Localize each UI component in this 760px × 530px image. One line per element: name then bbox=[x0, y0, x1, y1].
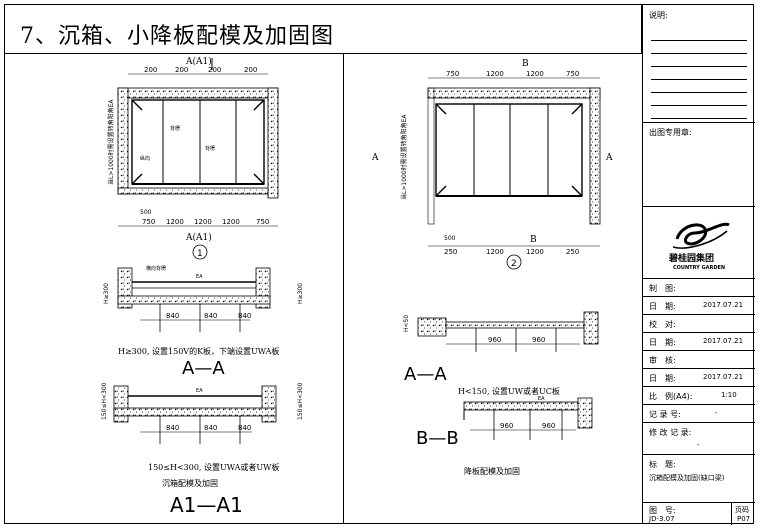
section-2-a1a1: 840 840 840 EA 150≤H<300 150≤H<300 150≤H… bbox=[101, 382, 304, 517]
drawing-title: 沉箱配模及加固(缺口梁) bbox=[649, 474, 725, 482]
drawing-frame bbox=[4, 4, 754, 524]
sec2-title: A1—A1 bbox=[170, 493, 243, 517]
row-record-no: 记 录 号: - bbox=[643, 404, 755, 423]
plan2-side-a-left: A bbox=[371, 153, 379, 163]
plan2-bottom-label: B bbox=[530, 235, 537, 245]
plan1-top-label: A(A1) bbox=[185, 56, 212, 67]
plan2-top-label: B bbox=[522, 59, 529, 69]
center-divider bbox=[343, 54, 344, 524]
plan1-dim-bot-5: 750 bbox=[256, 218, 269, 226]
plan-1: 背楞 背楞 纵向 200 200 200 200 A(A1) 750 1200 … bbox=[107, 56, 279, 260]
sec3-caption: H<150, 设置UW或者UC板 bbox=[458, 386, 560, 396]
sec2-h-2: 150≤H<300 bbox=[297, 382, 304, 420]
plan2-dim-bot-3: 1200 bbox=[526, 248, 544, 256]
svg-text:纵向: 纵向 bbox=[140, 155, 150, 162]
row-revision: 修 改 记 录: - bbox=[643, 422, 755, 455]
row-date-1: 日 期: 2017.07.21 bbox=[643, 296, 755, 315]
sec1-dim-1: 840 bbox=[166, 312, 179, 320]
plan1-dim-bot-4: 1200 bbox=[222, 218, 240, 226]
row-date-3: 日 期: 2017.07.21 bbox=[643, 368, 755, 387]
plan2-dim-bot-4: 250 bbox=[566, 248, 579, 256]
notes-label: 说明: bbox=[649, 11, 668, 20]
stamp-area: 出图专用章: bbox=[643, 122, 755, 207]
sec4-dim-1: 960 bbox=[500, 422, 513, 430]
notes-lines bbox=[651, 28, 747, 119]
sec2-subcaption: 沉箱配模及加固 bbox=[162, 478, 218, 488]
sec4-mark: EA bbox=[538, 396, 545, 402]
sec3-dim-1: 960 bbox=[488, 336, 501, 344]
plan1-number: 1 bbox=[197, 249, 203, 259]
plan1-side-note: 当L>1000时需设置转角阳角EA bbox=[107, 99, 115, 185]
svg-text:背楞: 背楞 bbox=[170, 125, 180, 132]
sec4-dim-2: 960 bbox=[542, 422, 555, 430]
plan2-number: 2 bbox=[511, 259, 517, 269]
sec2-dim-3: 840 bbox=[238, 424, 251, 432]
logo-area: 碧桂园集团 COUNTRY GARDEN bbox=[643, 206, 755, 279]
row-reviewed: 审 核: bbox=[643, 350, 755, 369]
sec4-caption: 降板配模及加固 bbox=[464, 466, 520, 476]
sec1-mark-2: EA bbox=[196, 274, 203, 280]
sec1-caption: H≥300, 设置150V的K板，下端设置UWA板 bbox=[118, 346, 279, 356]
sec2-dim-1: 840 bbox=[166, 424, 179, 432]
row-drawn-by: 制 图: bbox=[643, 278, 755, 297]
row-checked: 校 对: bbox=[643, 314, 755, 333]
company-name-cn: 碧桂园集团 bbox=[669, 254, 715, 264]
plan2-dim-top-2: 1200 bbox=[486, 70, 504, 78]
stamp-label: 出图专用章: bbox=[649, 128, 692, 137]
company-logo bbox=[672, 222, 730, 249]
plan2-dim-bot-2: 1200 bbox=[486, 248, 504, 256]
plan-2: 750 1200 1200 750 B 250 1200 1200 250 50… bbox=[371, 59, 613, 270]
plan1-dim-bot-1: 750 bbox=[142, 218, 155, 226]
section-4-bb: 960 960 EA B—B 降板配模及加固 bbox=[416, 396, 593, 476]
page-label: 页码 bbox=[735, 506, 749, 514]
sec2-h-1: 150≤H<300 bbox=[101, 382, 108, 420]
plan1-dim-top-4: 200 bbox=[244, 66, 257, 74]
drawing-number: JD-3.07 bbox=[649, 515, 675, 523]
sec1-h-1: H≥300 bbox=[103, 283, 110, 304]
section-1-aa: 840 840 840 横向背楞 EA H≥300 H≥300 H≥300, 设… bbox=[103, 265, 304, 379]
plan1-dim-top-2: 200 bbox=[175, 66, 188, 74]
row-title: 标 题: 沉箱配模及加固(缺口梁) bbox=[643, 454, 755, 503]
plan1-number-circle bbox=[192, 244, 208, 260]
sec1-h-2: H≥300 bbox=[297, 283, 304, 304]
sec1-dim-3: 840 bbox=[238, 312, 251, 320]
sec3-h: H<50 bbox=[403, 315, 410, 332]
plan2-side-note: 当L>1000时需设置转角阳角EA bbox=[400, 114, 408, 200]
sec1-mark-1: 横向背楞 bbox=[146, 265, 166, 272]
row-drawing-no: 图 号: JD-3.07 页码 P07 bbox=[643, 502, 755, 525]
plan1-dim-bot-2: 1200 bbox=[166, 218, 184, 226]
plan2-dim-top-4: 750 bbox=[566, 70, 579, 78]
page-title: 7、沉箱、小降板配模及加固图 bbox=[20, 24, 334, 49]
plan1-dim-top-1: 200 bbox=[144, 66, 157, 74]
sec2-mark: EA bbox=[196, 388, 203, 394]
sec1-title: A—A bbox=[182, 358, 225, 379]
sec3-title: A—A bbox=[404, 364, 447, 385]
sec1-dim-2: 840 bbox=[204, 312, 217, 320]
plan2-dim-bot-1: 250 bbox=[444, 248, 457, 256]
plan2-dim-500: 500 bbox=[444, 235, 456, 242]
section-3-aa: 960 960 H<50 A—A H<150, 设置UW或者UC板 bbox=[403, 311, 599, 396]
plan2-dim-top-3: 1200 bbox=[526, 70, 544, 78]
plan1-bottom-label: A(A1) bbox=[185, 232, 212, 243]
page-number: P07 bbox=[737, 515, 751, 523]
sec2-dim-2: 840 bbox=[204, 424, 217, 432]
sec2-caption: 150≤H<300, 设置UWA或者UW板 bbox=[148, 462, 279, 472]
plan1-dim-500: 500 bbox=[140, 209, 152, 216]
title-block: 说明: 出图专用章: 碧桂园集团 COUNTRY GARDEN 制 图: 日 期… bbox=[642, 4, 755, 525]
plan2-side-a-right: A bbox=[605, 153, 613, 163]
row-date-2: 日 期: 2017.07.21 bbox=[643, 332, 755, 351]
plan1-dim-top-3: 200 bbox=[208, 66, 221, 74]
plan2-dim-top-1: 750 bbox=[446, 70, 459, 78]
title-bar: 7、沉箱、小降板配模及加固图 bbox=[4, 4, 642, 54]
row-scale: 比 例(A4): 1:10 bbox=[643, 386, 755, 405]
company-name-en: COUNTRY GARDEN bbox=[673, 265, 726, 271]
svg-text:背楞: 背楞 bbox=[205, 145, 215, 152]
plan1-dim-bot-3: 1200 bbox=[194, 218, 212, 226]
sec4-title: B—B bbox=[416, 428, 459, 449]
sec3-dim-2: 960 bbox=[532, 336, 545, 344]
plan2-number-circle bbox=[506, 254, 522, 270]
